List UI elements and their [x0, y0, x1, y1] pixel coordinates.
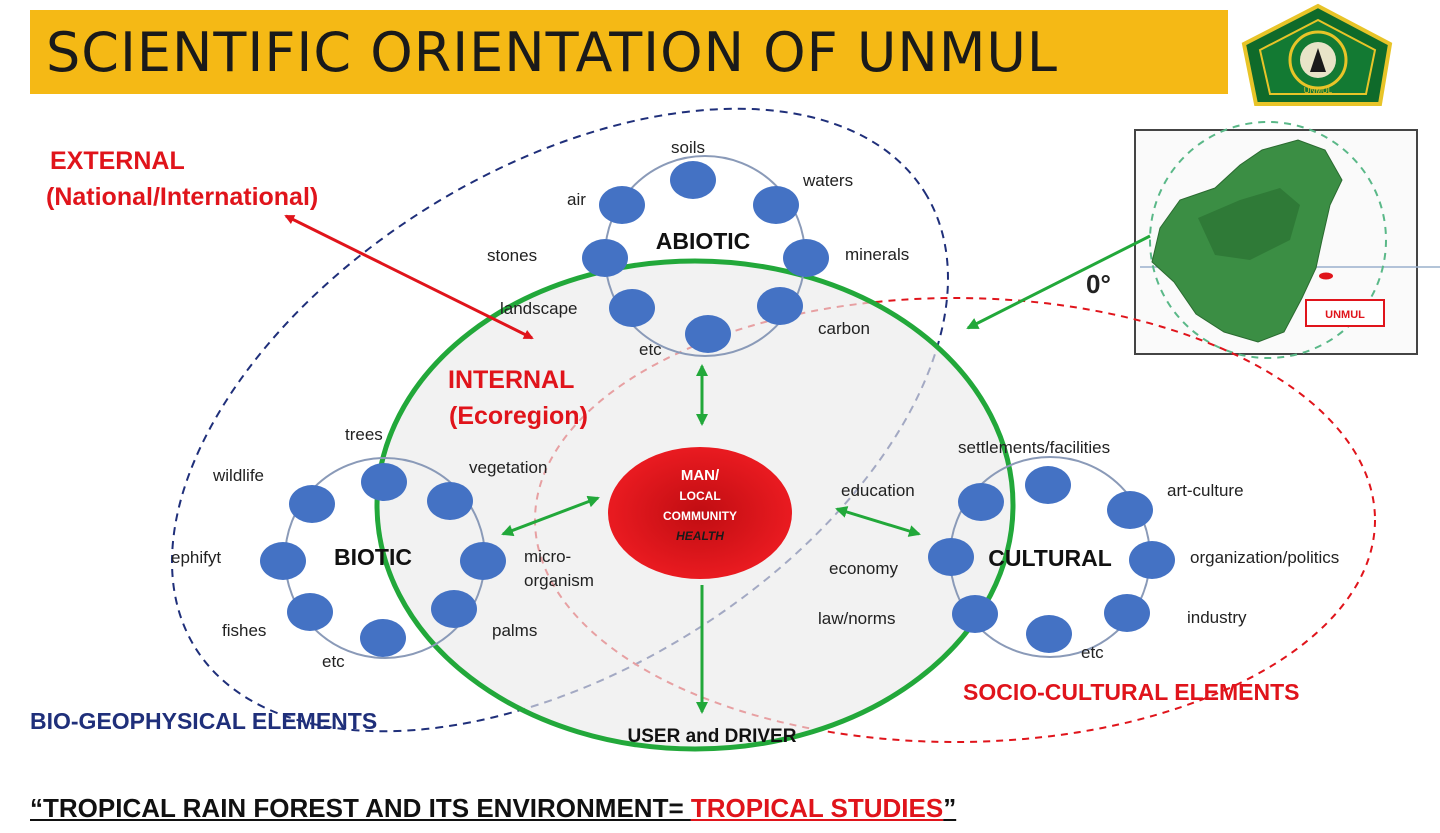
socio-cultural-label: SOCIO-CULTURAL ELEMENTS [963, 679, 1299, 705]
abiotic-node [599, 186, 645, 224]
external-label-line2: (National/International) [46, 183, 318, 211]
cultural-node [1129, 541, 1175, 579]
center-line3: COMMUNITY [663, 509, 737, 523]
cultural-node [1025, 466, 1071, 504]
abiotic-label-minerals: minerals [845, 245, 909, 264]
biotic-label-vegetation: vegetation [469, 458, 547, 477]
abiotic-node [753, 186, 799, 224]
abiotic-label-stones: stones [487, 246, 537, 265]
internal-label-line1: INTERNAL [448, 366, 574, 394]
biotic-label-etc: etc [322, 652, 345, 671]
cultural-node [958, 483, 1004, 521]
external-label-line1: EXTERNAL [50, 147, 185, 175]
cultural-label-art-culture: art-culture [1167, 481, 1244, 500]
cultural-label-economy: economy [829, 559, 898, 578]
bio-geophysical-boundary [171, 107, 949, 733]
abiotic-label-landscape: landscape [500, 299, 578, 318]
map-arrow [966, 234, 1151, 330]
logo-text: UNMUL [1304, 86, 1333, 95]
biotic-node [460, 542, 506, 580]
man-local-community-node [608, 447, 792, 579]
borneo-map-inset: UNMUL [1134, 121, 1440, 359]
biotic-label-trees: trees [345, 425, 383, 444]
abiotic-nodes [582, 161, 829, 353]
equator-degree-label: 0° [1086, 269, 1111, 299]
center-line2: LOCAL [679, 489, 720, 503]
abiotic-node [757, 287, 803, 325]
biotic-title: BIOTIC [334, 544, 412, 570]
biotic-label-fishes: fishes [222, 621, 266, 640]
abiotic-title: ABIOTIC [656, 228, 751, 254]
biotic-node [360, 619, 406, 657]
footer-text-close: ” [943, 793, 957, 823]
page-title: SCIENTIFIC ORIENTATION OF UNMUL [46, 20, 1059, 84]
user-driver-label: USER and DRIVER [628, 726, 797, 747]
cultural-man-arrow [835, 506, 921, 537]
abiotic-label-carbon: carbon [818, 319, 870, 338]
unmul-logo: UNMUL [1241, 3, 1393, 106]
cultural-node [928, 538, 974, 576]
title-banner: SCIENTIFIC ORIENTATION OF UNMUL [30, 10, 1228, 94]
external-internal-arrow [284, 214, 534, 340]
biotic-label-organism: organism [524, 571, 594, 590]
biotic-node [431, 590, 477, 628]
footer-text-main: “TROPICAL RAIN FOREST AND ITS ENVIRONMEN… [30, 793, 691, 823]
cultural-label-etc: etc [1081, 643, 1104, 662]
footer-tagline: “TROPICAL RAIN FOREST AND ITS ENVIRONMEN… [30, 793, 956, 824]
biotic-label-palms: palms [492, 621, 537, 640]
cultural-label-settlements: settlements/facilities [958, 438, 1110, 457]
biotic-label-wildlife: wildlife [212, 466, 264, 485]
abiotic-node [582, 239, 628, 277]
abiotic-label-waters: waters [802, 171, 853, 190]
biotic-node [289, 485, 335, 523]
biotic-man-arrow [501, 495, 600, 537]
footer-text-highlight: TROPICAL STUDIES [690, 793, 944, 823]
cultural-nodes [928, 466, 1175, 653]
biotic-label-micro: micro- [524, 547, 571, 566]
biotic-label-ephifyt: ephifyt [171, 548, 221, 567]
cultural-label-law-norms: law/norms [818, 609, 895, 628]
cultural-node [1026, 615, 1072, 653]
abiotic-label-air: air [567, 190, 586, 209]
abiotic-node [685, 315, 731, 353]
cultural-node [1104, 594, 1150, 632]
biotic-node [427, 482, 473, 520]
cultural-label-education: education [841, 481, 915, 500]
bio-geophysical-label: BIO-GEOPHYSICAL ELEMENTS [30, 708, 377, 734]
abiotic-label-soils: soils [671, 138, 705, 157]
abiotic-node [783, 239, 829, 277]
abiotic-label-etc: etc [639, 340, 662, 359]
cultural-node [952, 595, 998, 633]
cultural-node [1107, 491, 1153, 529]
center-line1: MAN/ [681, 467, 720, 484]
abiotic-node [609, 289, 655, 327]
cultural-title: CULTURAL [988, 545, 1112, 571]
cultural-label-organization: organization/politics [1190, 548, 1339, 567]
center-line4: HEALTH [676, 529, 724, 543]
cultural-label-industry: industry [1187, 608, 1247, 627]
map-unmul-label: UNMUL [1325, 309, 1365, 321]
biotic-node [260, 542, 306, 580]
biotic-nodes [260, 463, 506, 657]
biotic-node [287, 593, 333, 631]
biotic-node [361, 463, 407, 501]
abiotic-node [670, 161, 716, 199]
internal-label-line2: (Ecoregion) [449, 402, 588, 430]
